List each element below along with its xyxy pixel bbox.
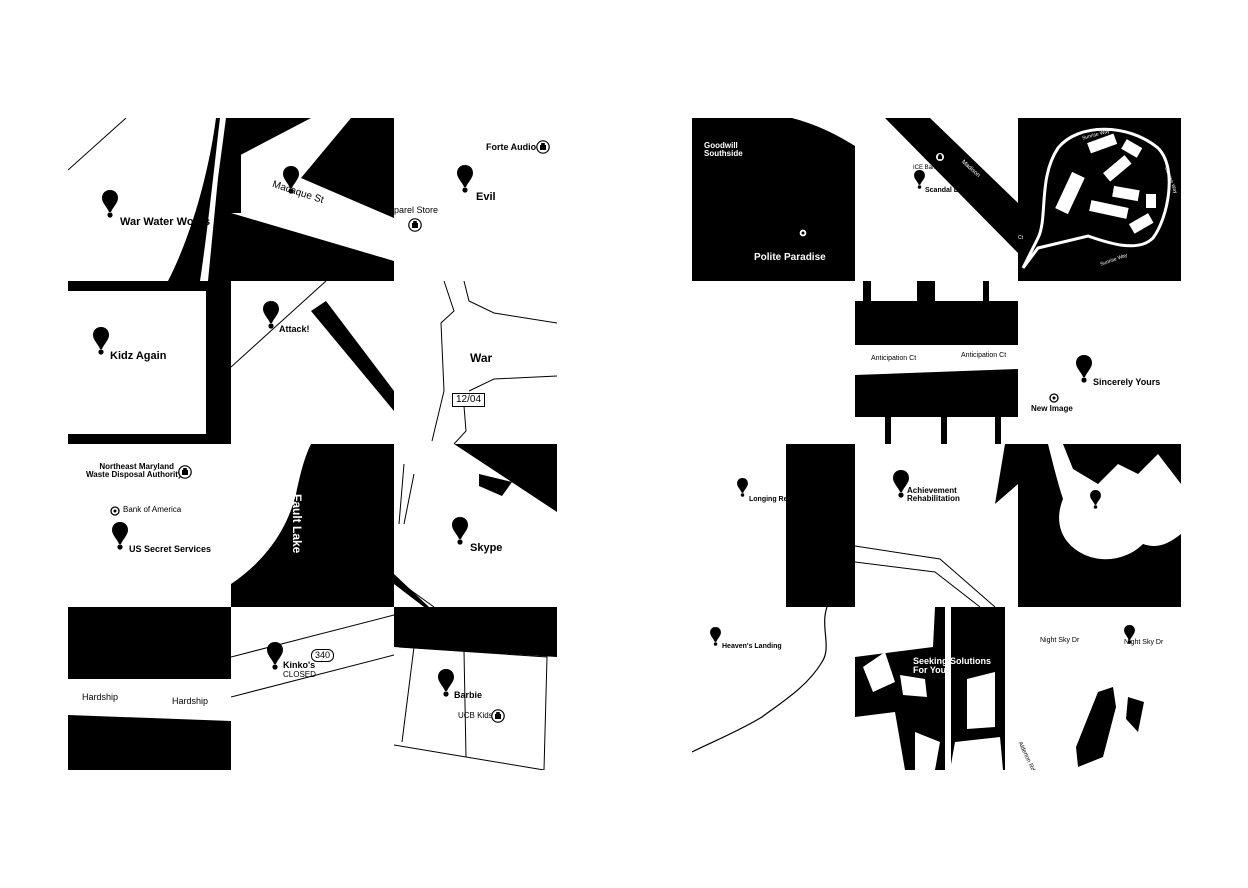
place-label: Sincerely Yours: [1093, 377, 1161, 387]
map-tile-heavens-landing[interactable]: Heaven's Landing: [692, 607, 855, 770]
bank-icon[interactable]: [110, 506, 120, 516]
street-label: Hardship: [172, 696, 209, 706]
map-pin-icon[interactable]: [452, 517, 468, 545]
map-pin-icon[interactable]: [263, 301, 279, 329]
place-label: Evil: [476, 191, 496, 203]
shopping-icon[interactable]: [408, 218, 422, 232]
street-label: Hardship: [82, 692, 119, 702]
map-tile-evil[interactable]: Forte Audio Evil parel Store: [394, 118, 557, 281]
shopping-icon[interactable]: [491, 709, 505, 723]
street-label: Anticipation Ct: [871, 355, 917, 362]
place-label: Kidz Again: [110, 350, 167, 362]
map-tile-fault-lake[interactable]: Fault Lake: [231, 444, 394, 607]
place-label: Longing Rentals: [749, 496, 804, 503]
map-pin-icon[interactable]: [1090, 490, 1101, 509]
place-label: Scandal Delights: [925, 187, 982, 194]
map-pin-icon[interactable]: [112, 522, 128, 550]
place-label: Lonely Island: [1076, 508, 1118, 515]
place-label: War: [470, 351, 493, 365]
map-pin-icon[interactable]: [737, 478, 748, 497]
poi-label: ICE Bank USA: [913, 165, 953, 171]
place-dot-icon[interactable]: [1049, 393, 1059, 403]
status-label: CLOSED: [283, 670, 316, 679]
map-tile-hardship[interactable]: Hardship Hardship: [68, 607, 231, 770]
map-pin-icon[interactable]: [93, 327, 109, 355]
map-pin-icon[interactable]: [1076, 355, 1092, 383]
route-shield: 340: [311, 649, 335, 662]
poi-label: UCB Kids: [458, 711, 493, 720]
map-tile-skype[interactable]: Skype: [394, 444, 557, 607]
map-tile-sunrise-way[interactable]: Sunrise Way Sunrise Way Sunrise Way Ct: [1018, 118, 1181, 281]
shopping-icon[interactable]: [536, 140, 550, 154]
map-tile-kinkos[interactable]: 340 Kinko's CLOSED: [231, 607, 394, 770]
place-label: Attack!: [279, 324, 310, 334]
place-label: Night Sky Dr: [1124, 639, 1164, 646]
place-label: Heaven's Landing: [722, 643, 782, 650]
map-tile-longing-rentals[interactable]: Longing Rentals: [692, 444, 855, 607]
map-pin-icon[interactable]: [914, 170, 925, 189]
map-tile-war-water-works[interactable]: War Water Works: [68, 118, 231, 281]
place-label: Polite Paradise: [754, 252, 826, 263]
map-pin-icon[interactable]: [267, 642, 283, 670]
map-tile-kidz-again[interactable]: Kidz Again: [68, 281, 231, 444]
map-tile-blank[interactable]: [692, 281, 855, 444]
map-tile-night-sky-dr[interactable]: Night Sky Dr Night Sky Dr Alderton Rd: [1018, 607, 1181, 770]
map-tile-macaque-st[interactable]: Macaque St: [231, 118, 394, 281]
place-label: Barbie: [454, 690, 483, 700]
poi-label: parel Store: [394, 205, 439, 215]
map-pin-icon[interactable]: [710, 627, 721, 646]
map-tile-sincerely-yours[interactable]: Sincerely Yours New Image: [1018, 281, 1181, 444]
street-label: Anticipation Ct: [961, 352, 1007, 359]
poi-label: Bank of America: [123, 505, 182, 514]
map-tile-barbie[interactable]: Barbie UCB Kids: [394, 607, 557, 770]
left-map-collage: War Water Works Macaque St Forte Audio E…: [68, 118, 557, 770]
place-label: Kinko's: [283, 660, 316, 670]
street-label: Night Sky Dr: [1040, 637, 1080, 644]
road-label: Ct: [1018, 235, 1023, 241]
place-dot-icon[interactable]: [798, 228, 808, 238]
map-pin-icon[interactable]: [102, 190, 118, 218]
map-pin-icon[interactable]: [283, 166, 299, 194]
place-label: Skype: [470, 542, 503, 554]
map-tile-anticipation-ct[interactable]: Anticipation Ct Anticipation Ct: [855, 281, 1018, 444]
place-label: US Secret Services: [129, 544, 212, 554]
water-label: Fault Lake: [290, 494, 304, 554]
place-label: War Water Works: [120, 216, 211, 228]
map-tile-lonely-island[interactable]: Lonely Island Lonely Dr Lonely Dr: [1018, 444, 1181, 607]
map-pin-icon[interactable]: [457, 165, 473, 193]
map-tile-attack[interactable]: Attack!: [231, 281, 394, 444]
bank-icon[interactable]: [935, 152, 945, 162]
map-pin-icon[interactable]: [438, 669, 454, 697]
poi-label: New Image: [1031, 404, 1073, 413]
government-icon[interactable]: [178, 465, 192, 479]
map-tile-scandal-delights[interactable]: ICE Bank USA Madison Scandal Delights: [855, 118, 1018, 281]
map-tile-war[interactable]: War 12/04: [394, 281, 557, 444]
exit-badge: 12/04: [452, 393, 486, 407]
poi-label: Forte Audio: [486, 142, 537, 152]
